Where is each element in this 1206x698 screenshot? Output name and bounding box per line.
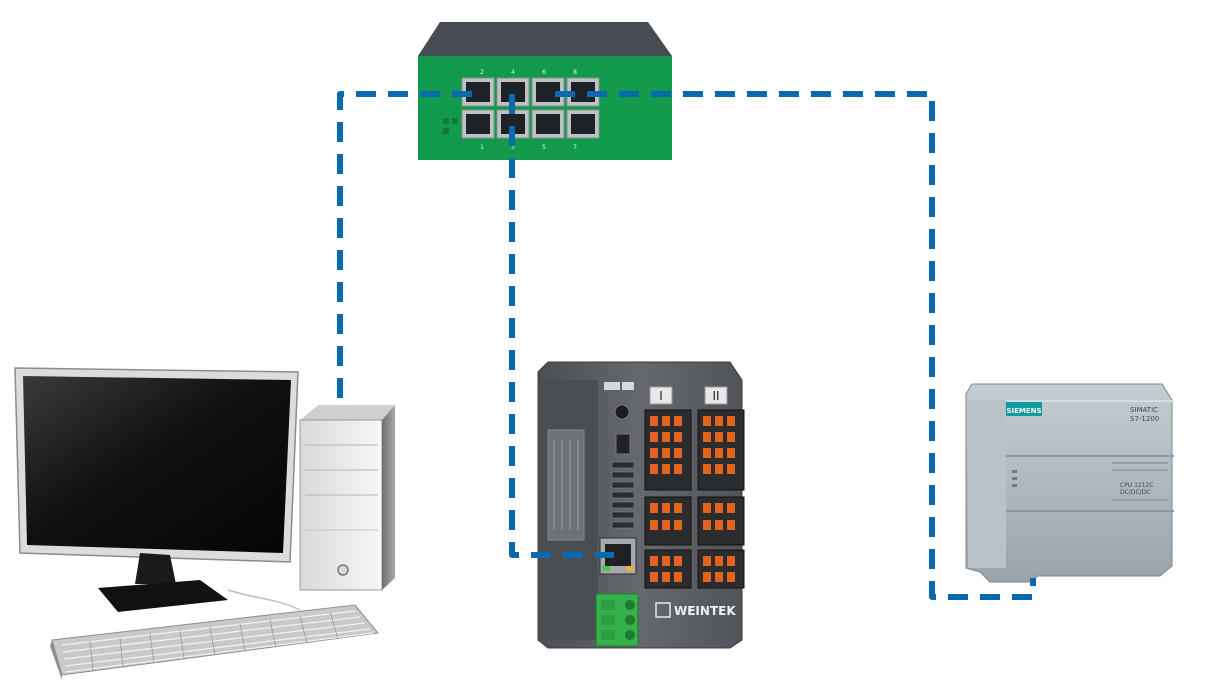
link-switch-to-io-module xyxy=(509,94,614,558)
port-label-1: 1 xyxy=(480,144,484,151)
plc-status-leds xyxy=(1012,470,1017,487)
pc-keyboard xyxy=(50,604,379,680)
switch-front xyxy=(418,56,672,160)
status-led-column xyxy=(611,461,635,529)
side-label-plate xyxy=(547,429,585,541)
slot-label-1: I xyxy=(659,389,663,403)
dip-switch xyxy=(615,433,631,455)
plc-io-indicators xyxy=(1112,462,1168,501)
link-pc-to-switch xyxy=(337,91,480,398)
slot-label-2-plate xyxy=(704,386,728,405)
plc-model-line2: S7-1200 xyxy=(1130,415,1159,423)
monitor-stand xyxy=(135,553,176,584)
siemens-brand-plate xyxy=(1006,402,1042,416)
pc-monitor xyxy=(14,367,299,612)
power-terminal xyxy=(595,593,639,647)
port-label-5: 5 xyxy=(542,144,546,151)
siemens-brand: SIEMENS xyxy=(1006,407,1041,415)
ethernet-switch: 2 4 6 8 1 3 5 7 xyxy=(418,22,672,160)
port-label-2: 2 xyxy=(480,69,484,76)
plc-cpu-line1: CPU 1212C xyxy=(1120,482,1154,489)
weintek-brand: WEINTEK xyxy=(674,604,736,618)
monitor-base xyxy=(98,580,228,612)
switch-top xyxy=(418,22,672,56)
rotary-switch-icon xyxy=(614,404,630,420)
slot-label-1-plate xyxy=(649,386,673,405)
switch-port-labels: 2 4 6 8 1 3 5 7 xyxy=(480,69,577,151)
plc-model-line1: SIMATIC xyxy=(1130,406,1158,414)
network-links xyxy=(337,91,1036,600)
weintek-logo-icon xyxy=(655,602,671,618)
switch-leds xyxy=(443,118,458,134)
terminal-blocks xyxy=(644,409,745,589)
siemens-plc: SIEMENS SIMATIC S7-1200 CPU 1212C DC/DC/… xyxy=(965,383,1174,583)
weintek-io-module: I II xyxy=(537,361,745,649)
link-switch-to-plc xyxy=(555,91,1036,600)
desktop-pc xyxy=(14,367,395,680)
power-button-icon xyxy=(337,564,349,576)
plc-cpu-line2: DC/DC/DC xyxy=(1120,489,1150,496)
port-label-7: 7 xyxy=(573,144,577,151)
port-label-4: 4 xyxy=(511,69,515,76)
pc-tower xyxy=(299,405,395,591)
port-label-8: 8 xyxy=(573,69,577,76)
port-label-6: 6 xyxy=(542,69,546,76)
slot-label-2: II xyxy=(712,389,719,403)
port-label-3: 3 xyxy=(511,144,515,151)
